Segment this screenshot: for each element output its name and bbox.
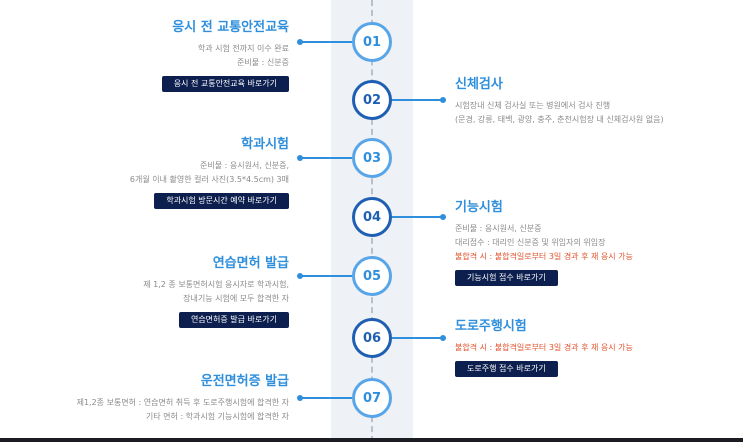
step-title: 연습면허 발급 [212,256,289,271]
connector-line [301,157,352,159]
step-number-circle: 02 [352,80,392,120]
step-title: 기능시험 [455,200,503,215]
step-06-content: 도로주행시험 불합격 시 : 불합격일로부터 3일 경과 후 재 응시 가능 도… [455,318,633,377]
step-title: 도로주행시험 [455,319,527,334]
connector-line [389,99,441,101]
connector-line [301,397,352,399]
connector-dot [297,155,303,161]
step-desc-line: 준비물 : 응시원서, 신분증, [199,161,289,170]
step-number-circle: 01 [352,22,392,62]
step-title: 학과시험 [241,137,289,152]
step-number-circle: 06 [352,318,392,358]
step-desc-line: 준비물 : 응시원서, 신분증 [455,224,542,233]
step-number-circle: 04 [352,197,392,237]
step-desc-line: 제1,2종 보통면허 : 연습면허 취득 후 도로주행시험에 합격한 자 [76,398,289,407]
connector-line [301,41,352,43]
connector-line [389,337,441,339]
connector-dot [440,335,446,341]
step-04-content: 기능시험 준비물 : 응시원서, 신분증 대리접수 : 대리인 신분증 및 위임… [455,199,633,286]
step-number-circle: 05 [352,256,392,296]
step-desc-line: (문경, 강릉, 태백, 광양, 충주, 춘천시험장 내 신체검사원 없음) [455,115,664,124]
step-desc-line: 기타 면허 : 학과시험 기능시험에 합격한 자 [145,412,289,421]
step-warning-text: 불합격 시 : 불합격일로부터 3일 경과 후 재 응시 가능 [455,343,633,352]
written-test-reservation-button[interactable]: 학과시험 방문시간 예약 바로가기 [154,193,289,209]
step-desc-line: 대리접수 : 대리인 신분증 및 위임자의 위임장 [455,238,606,247]
connector-dot [440,97,446,103]
step-07-content: 운전면허증 발급 제1,2종 보통면허 : 연습면허 취득 후 도로주행시험에 … [77,373,289,424]
step-number-circle: 03 [352,138,392,178]
step-title: 신체검사 [455,77,503,92]
step-desc-line: 장내기능 시험에 모두 합격한 자 [183,294,289,303]
connector-line [389,216,441,218]
connector-dot [440,214,446,220]
step-desc-line: 학과 시험 전까지 이수 완료 [197,44,289,53]
connector-line [301,275,352,277]
step-warning-text: 불합격 시 : 불합격일로부터 3일 경과 후 재 응시 가능 [455,252,633,261]
step-05-content: 연습면허 발급 제 1,2 종 보통면허시험 응시자로 학과시험, 장내기능 시… [143,255,289,328]
learner-license-issue-button[interactable]: 연습면허증 발급 바로가기 [178,312,289,328]
step-02-content: 신체검사 시험장내 신체 검사실 또는 병원에서 검사 진행 (문경, 강릉, … [455,76,664,127]
step-desc-line: 시험장내 신체 검사실 또는 병원에서 검사 진행 [455,101,611,110]
bottom-edge-bar [0,438,743,442]
connector-dot [297,395,303,401]
skill-test-apply-button[interactable]: 기능시험 접수 바로가기 [455,270,558,286]
step-title: 운전면허증 발급 [200,374,289,389]
step-desc-line: 준비물 : 신분증 [237,58,289,67]
step-01-content: 응시 전 교통안전교육 학과 시험 전까지 이수 완료 준비물 : 신분증 응시… [161,19,289,92]
connector-dot [297,39,303,45]
road-test-apply-button[interactable]: 도로주행 접수 바로가기 [455,361,558,377]
step-number-circle: 07 [352,378,392,418]
connector-dot [297,273,303,279]
step-desc-line: 6개월 이내 촬영한 컬러 사진(3.5*4.5cm) 3매 [129,175,289,184]
safety-education-link-button[interactable]: 응시 전 교통안전교육 바로가기 [161,76,289,92]
step-03-content: 학과시험 준비물 : 응시원서, 신분증, 6개월 이내 촬영한 컬러 사진(3… [130,136,289,209]
step-desc-line: 제 1,2 종 보통면허시험 응시자로 학과시험, [143,280,289,289]
step-title: 응시 전 교통안전교육 [172,20,289,35]
